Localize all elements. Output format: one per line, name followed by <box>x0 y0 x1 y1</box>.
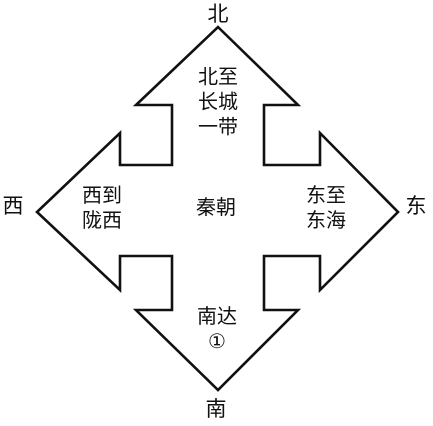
compass-north-label: 北 <box>207 2 229 26</box>
south-arrow-text: 南达 ① <box>197 304 237 354</box>
west-arrow-line-2: 陇西 <box>82 208 122 232</box>
east-arrow-text: 东至 东海 <box>306 183 346 233</box>
east-arrow-line-2: 东海 <box>306 208 346 232</box>
east-arrow-line-1: 东至 <box>306 183 346 207</box>
north-arrow-line-1: 北至 <box>198 64 238 89</box>
compass-south-label: 南 <box>205 397 227 421</box>
north-arrow-line-2: 长城 <box>198 89 238 114</box>
compass-west-label: 西 <box>2 194 24 218</box>
center-label: 秦朝 <box>196 195 236 219</box>
cross-arrow-outline <box>35 25 400 392</box>
north-arrow-text: 北至 长城 一带 <box>198 65 238 140</box>
south-arrow-line-1: 南达 <box>197 304 237 328</box>
north-arrow-line-3: 一带 <box>198 114 238 139</box>
south-arrow-line-2: ① <box>208 329 226 353</box>
compass-east-label: 东 <box>405 194 427 218</box>
west-arrow-text: 西到 陇西 <box>82 183 122 233</box>
west-arrow-line-1: 西到 <box>82 183 122 207</box>
